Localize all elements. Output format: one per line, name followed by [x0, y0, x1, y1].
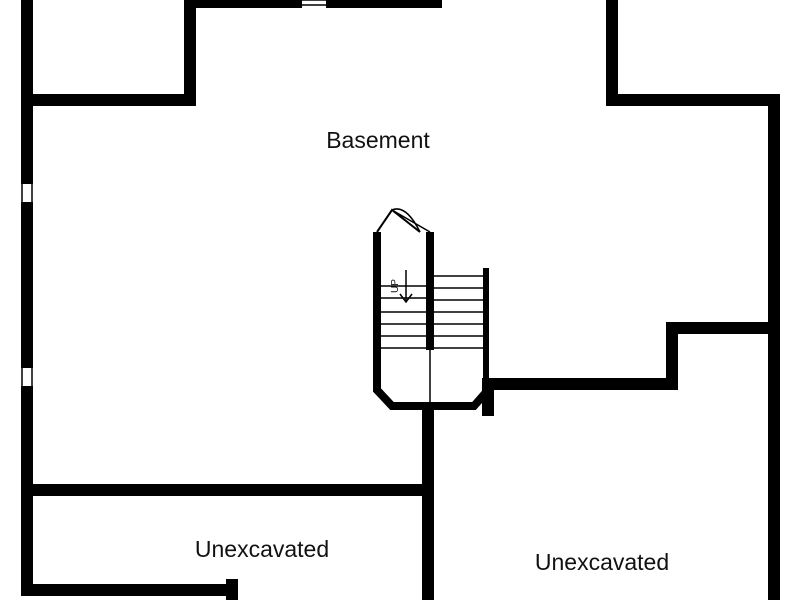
stair-treads — [381, 275, 484, 402]
stair-direction-label: UP — [390, 279, 401, 293]
room-label-basement: Basement — [326, 127, 430, 153]
room-label-unexcavated-left: Unexcavated — [195, 536, 329, 562]
wall-top-left-room — [21, 0, 196, 106]
stair-door-swing — [391, 208, 421, 233]
walls — [21, 0, 780, 600]
stair-door-leaf — [391, 209, 431, 233]
stair-enclosure — [373, 208, 492, 410]
stair-wall-outline — [373, 232, 492, 410]
room-label-unexcavated-right: Unexcavated — [535, 549, 669, 575]
wall-top-right-room — [606, 0, 780, 600]
stair-up-arrow-icon — [399, 270, 413, 304]
windows — [21, 0, 332, 392]
wall-right-notch — [482, 322, 780, 416]
